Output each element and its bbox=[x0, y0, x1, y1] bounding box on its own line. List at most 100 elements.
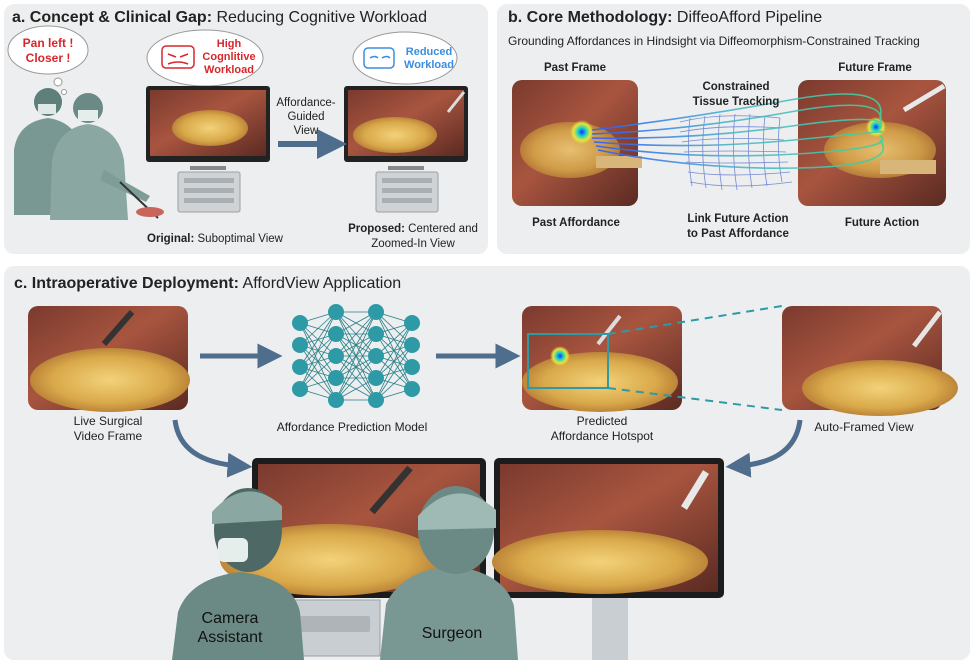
tracking-label: Constrained Tissue Tracking bbox=[676, 80, 796, 110]
zoom-projection-lines bbox=[607, 305, 783, 411]
arrow-autoframed-to-monitor bbox=[725, 419, 803, 478]
bubble-pan-line-2: Closer ! bbox=[25, 51, 71, 65]
nn-edge bbox=[299, 355, 337, 390]
nn-edge bbox=[335, 333, 377, 401]
camera-assistant-line-1: Camera bbox=[201, 610, 259, 627]
hotspot-label: Predicted Affordance Hotspot bbox=[532, 414, 672, 444]
bubble-pan-text: Pan left ! Closer ! bbox=[14, 36, 82, 66]
arrow-affordance-line-1: Affordance- bbox=[276, 97, 336, 109]
nn-edge bbox=[375, 322, 413, 379]
nn-edge bbox=[335, 311, 377, 379]
nn-node bbox=[328, 348, 344, 364]
proposed-label-rest: Centered and bbox=[404, 223, 478, 235]
proposed-label: Proposed: Centered and Zoomed-In View bbox=[340, 222, 486, 252]
predicted-hotspot-heatmap bbox=[550, 346, 570, 366]
nn-edge bbox=[375, 366, 413, 401]
panel-b-title: b. Core Methodology: DiffeoAfford Pipeli… bbox=[508, 9, 822, 27]
bubble-reduced-line-2: Workload bbox=[404, 59, 454, 71]
panel-c-title-bold: c. Intraoperative Deployment: bbox=[14, 275, 239, 292]
panel-a-title-bold: a. Concept & Clinical Gap: bbox=[12, 9, 213, 26]
panel-a-title: a. Concept & Clinical Gap: Reducing Cogn… bbox=[12, 9, 427, 27]
hotspot-line-2: Affordance Hotspot bbox=[550, 429, 654, 443]
monitor-proposed bbox=[344, 86, 468, 213]
live-frame-line-2: Video Frame bbox=[73, 429, 143, 443]
hotspot-frame-image bbox=[522, 306, 682, 412]
bubble-high bbox=[146, 29, 264, 87]
original-label: Original: Suboptimal View bbox=[130, 232, 300, 247]
crop-box bbox=[527, 333, 609, 389]
nn-edge bbox=[335, 355, 377, 401]
panel-c-title: c. Intraoperative Deployment: AffordView… bbox=[14, 275, 401, 293]
link-label-line-2: to Past Affordance bbox=[687, 228, 789, 240]
bubble-pan bbox=[7, 25, 89, 95]
arrow-affordance-line-2: Guided bbox=[287, 111, 325, 123]
future-action-label: Future Action bbox=[844, 217, 920, 229]
arrow-affordance-label: Affordance- Guided View bbox=[274, 96, 338, 138]
nn-node bbox=[328, 370, 344, 386]
nn-edge bbox=[335, 311, 377, 401]
nn-edge bbox=[299, 311, 337, 346]
bubble-reduced-text: Reduced Workload bbox=[398, 46, 460, 72]
proposed-label-bold: Proposed: bbox=[348, 223, 405, 235]
nn-edge bbox=[375, 344, 413, 401]
nn-edge bbox=[299, 311, 337, 368]
nn-edge bbox=[335, 311, 377, 357]
nn-edge bbox=[299, 333, 337, 390]
nn-node bbox=[292, 359, 308, 375]
deployment-monitor-right bbox=[492, 458, 724, 660]
nn-node bbox=[292, 315, 308, 331]
bubble-reduced bbox=[352, 31, 458, 85]
deformation-grid bbox=[679, 113, 793, 191]
link-label: Link Future Action to Past Affordance bbox=[668, 212, 808, 242]
panel-b-subtitle: Grounding Affordances in Hindsight via D… bbox=[508, 34, 920, 48]
nn-node bbox=[292, 337, 308, 353]
arrow-affordance-line-3: View bbox=[293, 125, 319, 137]
past-frame-image bbox=[512, 80, 642, 206]
autoframed-label: Auto-Framed View bbox=[814, 420, 914, 434]
live-frame-line-1: Live Surgical bbox=[73, 414, 143, 428]
nn-edge bbox=[375, 322, 413, 401]
camera-assistant-line-2: Assistant bbox=[197, 629, 263, 646]
past-frame-label: Past Frame bbox=[543, 62, 606, 74]
bubble-reduced-line-1: Reduced bbox=[405, 46, 453, 58]
surgeon-figure-front bbox=[50, 93, 159, 220]
nn-node bbox=[368, 304, 384, 320]
patient-incision bbox=[136, 207, 164, 217]
bubble-high-text: High Cognlitive Workload bbox=[196, 38, 262, 77]
nn-node bbox=[368, 392, 384, 408]
panel-c-title-rest: AffordView Application bbox=[238, 275, 402, 292]
panel-a-title-rest: Reducing Cognitive Workload bbox=[212, 9, 427, 26]
hotspot-line-1: Predicted bbox=[576, 414, 628, 428]
tracking-flow-lines bbox=[591, 93, 885, 169]
bubble-high-line-3: Workload bbox=[204, 64, 254, 76]
camera-assistant-label: Camera Assistant bbox=[180, 609, 280, 647]
nn-edge bbox=[299, 311, 337, 390]
link-label-line-1: Link Future Action bbox=[687, 213, 789, 225]
model-label: Affordance Prediction Model bbox=[276, 420, 428, 434]
arrow-live-to-monitor bbox=[172, 419, 253, 478]
bubble-high-line-2: Cognlitive bbox=[202, 51, 256, 63]
past-affordance-label: Past Affordance bbox=[532, 217, 620, 229]
live-frame-image bbox=[28, 306, 190, 412]
nn-node bbox=[292, 381, 308, 397]
auto-framed-image bbox=[782, 306, 958, 416]
tracking-label-line-1: Constrained bbox=[702, 81, 770, 93]
surgeon-figure-deploy bbox=[380, 486, 518, 660]
tracking-label-line-2: Tissue Tracking bbox=[692, 96, 780, 108]
monitor-original bbox=[146, 86, 270, 213]
nn-node bbox=[368, 370, 384, 386]
nn-node bbox=[404, 381, 420, 397]
nn-node bbox=[328, 326, 344, 342]
nn-node bbox=[404, 337, 420, 353]
future-frame-label: Future Frame bbox=[838, 62, 912, 74]
past-affordance-heatmap bbox=[570, 120, 594, 144]
nn-node bbox=[328, 304, 344, 320]
nn-node bbox=[404, 359, 420, 375]
surgeon-label: Surgeon bbox=[421, 625, 483, 642]
original-label-rest: Suboptimal View bbox=[194, 233, 283, 245]
original-label-bold: Original: bbox=[147, 233, 195, 245]
proposed-label-line-2: Zoomed-In View bbox=[371, 238, 455, 250]
nn-node bbox=[368, 326, 384, 342]
nn-edge bbox=[375, 322, 413, 357]
panel-b-title-bold: b. Core Methodology: bbox=[508, 9, 673, 26]
